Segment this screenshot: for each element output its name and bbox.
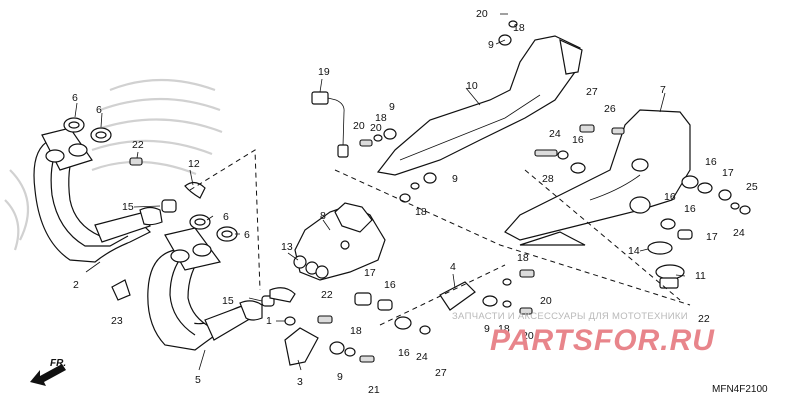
dashed-reference-lines <box>189 149 691 326</box>
leader-lines <box>74 13 686 371</box>
callout-21: 21 <box>368 384 380 396</box>
callout-12: 12 <box>188 158 200 170</box>
callout-16: 16 <box>572 134 584 146</box>
callout-6: 6 <box>96 104 102 116</box>
callout-3: 3 <box>297 376 303 388</box>
callout-10: 10 <box>466 80 478 92</box>
callout-13: 13 <box>281 241 293 253</box>
watermark-tagline: ЗАПЧАСТИ И АКСЕССУАРЫ ДЛЯ МОТОТЕХНИКИ <box>452 311 688 322</box>
callout-9: 9 <box>337 371 343 383</box>
exhaust-chamber <box>269 202 386 303</box>
callout-24: 24 <box>549 128 561 140</box>
callout-2: 2 <box>73 279 79 291</box>
callout-18: 18 <box>375 112 387 124</box>
callout-16: 16 <box>384 279 396 291</box>
callout-5: 5 <box>195 374 201 386</box>
callout-9: 9 <box>488 39 494 51</box>
front-direction-label: FR. <box>50 358 66 369</box>
callout-25: 25 <box>746 181 758 193</box>
callout-6: 6 <box>244 229 250 241</box>
callout-1: 1 <box>266 315 272 327</box>
exhaust-pipe-rear <box>147 227 263 351</box>
callout-24: 24 <box>733 227 745 239</box>
muffler <box>504 109 691 246</box>
callout-20: 20 <box>522 330 534 342</box>
callout-18: 18 <box>350 325 362 337</box>
oxygen-sensor <box>311 91 349 158</box>
callout-18: 18 <box>415 206 427 218</box>
callout-15: 15 <box>222 295 234 307</box>
callout-26: 26 <box>604 103 616 115</box>
callout-7: 7 <box>660 84 666 96</box>
callout-20: 20 <box>370 122 382 134</box>
callout-8: 8 <box>320 210 326 222</box>
small-hardware-right <box>329 20 751 363</box>
diagram-code: MFN4F2100 <box>712 384 768 395</box>
callout-14: 14 <box>628 245 640 257</box>
gaskets <box>63 117 238 242</box>
callout-11: 11 <box>695 270 706 282</box>
callout-17: 17 <box>706 231 718 243</box>
small-hardware-left <box>111 157 333 326</box>
callout-19: 19 <box>318 66 330 78</box>
callout-20: 20 <box>540 295 552 307</box>
callout-6: 6 <box>223 211 229 223</box>
callout-17: 17 <box>722 167 734 179</box>
callout-27: 27 <box>435 367 447 379</box>
callout-22: 22 <box>321 289 333 301</box>
callout-4: 4 <box>450 261 456 273</box>
brackets <box>284 281 476 366</box>
callout-9: 9 <box>452 173 458 185</box>
callout-9: 9 <box>389 101 395 113</box>
callout-16: 16 <box>684 203 696 215</box>
callout-23: 23 <box>111 315 123 327</box>
callout-27: 27 <box>586 86 598 98</box>
callout-15: 15 <box>122 201 134 213</box>
callout-22: 22 <box>698 313 710 325</box>
callout-18: 18 <box>513 22 525 34</box>
callout-9: 9 <box>484 323 490 335</box>
callout-22: 22 <box>132 139 144 151</box>
exhaust-pipe-front <box>33 127 163 263</box>
callout-20: 20 <box>476 8 488 20</box>
callout-18: 18 <box>517 252 529 264</box>
callout-16: 16 <box>398 347 410 359</box>
heat-shield <box>376 35 583 176</box>
callout-24: 24 <box>416 351 428 363</box>
callout-16: 16 <box>664 191 676 203</box>
front-direction-arrow <box>30 364 66 386</box>
callout-16: 16 <box>705 156 717 168</box>
watermark-brand: PARTSFOR.RU <box>490 324 715 357</box>
callout-18: 18 <box>498 323 510 335</box>
callout-20: 20 <box>353 120 365 132</box>
muffler-bands <box>647 241 685 289</box>
callout-17: 17 <box>364 267 376 279</box>
callout-28: 28 <box>542 173 554 185</box>
callout-6: 6 <box>72 92 78 104</box>
